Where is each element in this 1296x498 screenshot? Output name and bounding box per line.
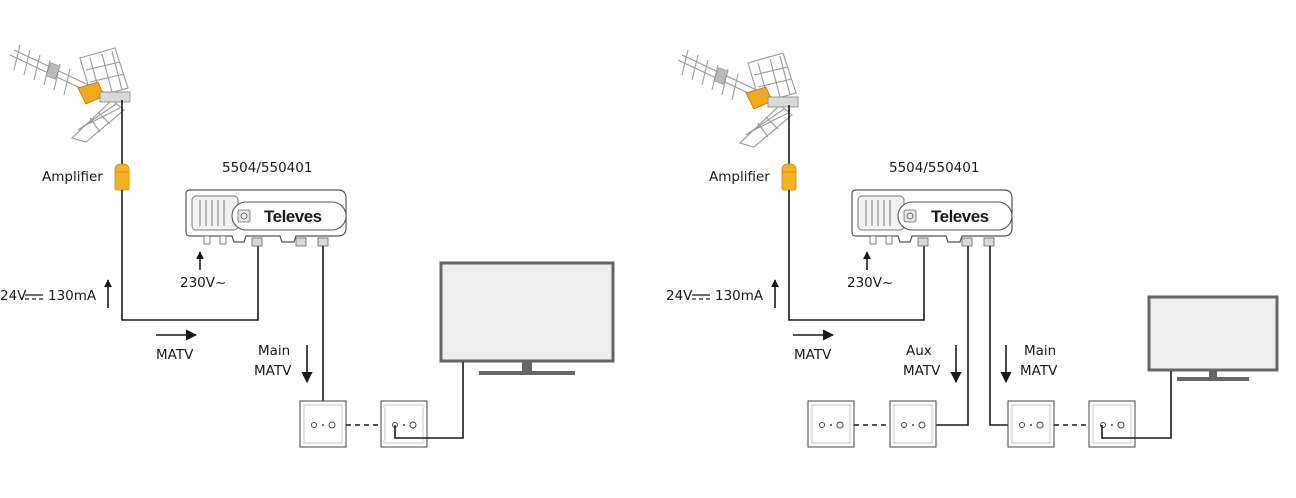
model-label: 5504/550401 bbox=[889, 160, 979, 176]
aux-label-line1: Aux bbox=[906, 343, 932, 359]
brand-logo: Televes bbox=[264, 207, 322, 226]
main-label-line1: Main bbox=[1024, 343, 1056, 359]
aux-label-line2: MATV bbox=[903, 363, 941, 379]
feed-cable bbox=[121, 190, 259, 321]
amplifier-label: Amplifier bbox=[42, 169, 103, 185]
dc-voltage-label: 24V bbox=[666, 288, 693, 304]
dc-voltage-label: 24V bbox=[0, 288, 27, 304]
antenna-icon bbox=[677, 49, 799, 148]
model-label: 5504/550401 bbox=[222, 160, 312, 176]
wall-socket-icon bbox=[299, 400, 347, 448]
feed-cable bbox=[788, 190, 925, 321]
matv-label: MATV bbox=[156, 347, 194, 363]
wall-socket-icon bbox=[1088, 400, 1136, 448]
dc-current-label: 130mA bbox=[48, 288, 97, 304]
amplifier-icon bbox=[114, 163, 130, 191]
wall-socket-icon bbox=[889, 400, 937, 448]
dc-symbol-icon bbox=[692, 294, 710, 300]
antenna-icon bbox=[9, 44, 131, 143]
diagram-right: Amplifier 5504/550401 Televes 230V~ 24V … bbox=[666, 49, 1279, 448]
dc-current-label: 130mA bbox=[715, 288, 764, 304]
diagram-left: Amplifier 5504/550401 Televes 230V~ 24V … bbox=[0, 44, 615, 448]
main-output-cable bbox=[989, 246, 1008, 426]
mains-label: 230V~ bbox=[847, 275, 893, 291]
tv-cable bbox=[1101, 371, 1172, 439]
aux-output-cable bbox=[936, 246, 969, 426]
wall-socket-icon bbox=[1007, 400, 1055, 448]
output-label-line2: MATV bbox=[254, 363, 292, 379]
dc-symbol-icon bbox=[25, 294, 43, 300]
main-label-line2: MATV bbox=[1020, 363, 1058, 379]
amplifier-icon bbox=[781, 163, 797, 191]
tv-cable bbox=[394, 362, 464, 439]
matv-label: MATV bbox=[794, 347, 832, 363]
tv-icon bbox=[439, 261, 615, 375]
mains-label: 230V~ bbox=[180, 275, 226, 291]
brand-logo: Televes bbox=[931, 207, 989, 226]
output-label-line1: Main bbox=[258, 343, 290, 359]
wall-socket-icon bbox=[807, 400, 855, 448]
tv-icon bbox=[1147, 295, 1279, 381]
amplifier-label: Amplifier bbox=[709, 169, 770, 185]
wall-socket-icon bbox=[380, 400, 428, 448]
